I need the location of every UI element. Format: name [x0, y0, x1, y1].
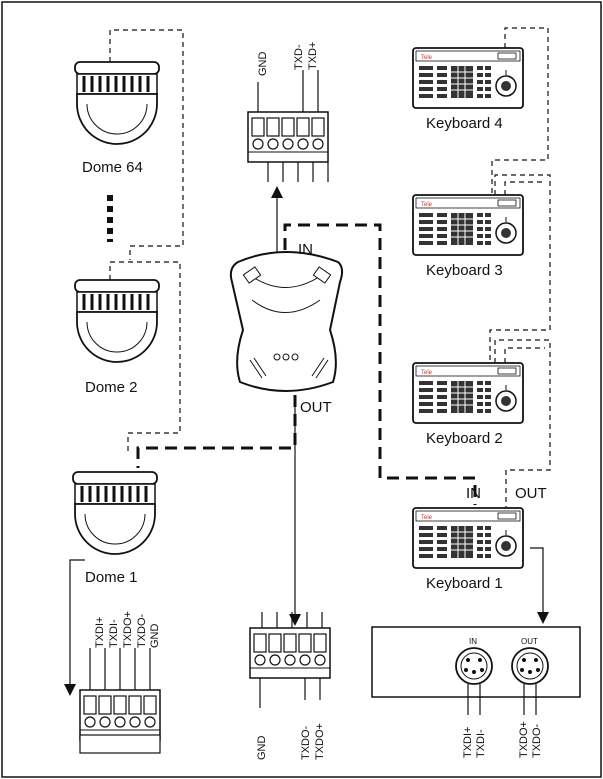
- top-terminal-block: [247, 70, 329, 182]
- keyboard-4-label: Keyboard 4: [426, 115, 503, 132]
- keyboard-chain-links: [489, 27, 551, 508]
- bottom-term-txdo-minus: TXDO-: [300, 725, 312, 760]
- top-term-txd-minus: TXD-: [293, 44, 305, 70]
- dome-term-pin-1: TXDI+: [94, 617, 106, 648]
- dome-64-label: Dome 64: [82, 159, 143, 176]
- din-in-pin-minus: TXDI-: [475, 729, 487, 758]
- dome-2-camera: [73, 278, 161, 364]
- dome-2-link: [109, 261, 181, 455]
- dome-1-label: Dome 1: [85, 569, 138, 586]
- dome-term-pin-2: TXDI-: [108, 619, 120, 648]
- bottom-term-txdo-plus: TXDO+: [314, 723, 326, 760]
- bottom-terminal-block: [249, 612, 331, 708]
- top-term-txd-plus: TXD+: [307, 42, 319, 70]
- distributor-hub: [229, 251, 344, 392]
- din-out-pin-plus: TXDO+: [518, 721, 530, 758]
- keyboard-2-device: [412, 362, 524, 424]
- din-in-label: IN: [469, 637, 477, 646]
- dome-64-camera: [73, 60, 161, 146]
- keyboard1-to-din-arrow: [530, 547, 549, 624]
- top-term-gnd: GND: [257, 52, 269, 77]
- keyboard-2-label: Keyboard 2: [426, 430, 503, 447]
- dome-2-label: Dome 2: [85, 379, 138, 396]
- dome-term-pin-4: TXDO-: [136, 613, 148, 648]
- dome1-to-terminal-arrow: [64, 559, 85, 696]
- dome-terminal-block: [79, 648, 161, 754]
- keyboard-4-device: [412, 47, 524, 109]
- hub-in-label: IN: [298, 241, 313, 258]
- dome-1-camera: [71, 470, 159, 556]
- din-out-label: OUT: [521, 637, 538, 646]
- dome-term-pin-3: TXDO+: [122, 611, 134, 648]
- hub-out-label: OUT: [300, 399, 332, 416]
- din-in-pin-plus: TXDI+: [462, 727, 474, 758]
- din-out-pin-minus: TXDO-: [531, 723, 543, 758]
- hub-in-to-keyboard-link: [283, 223, 477, 505]
- keyboard-3-label: Keyboard 3: [426, 262, 503, 279]
- keyboard-1-in-label: IN: [466, 485, 481, 502]
- keyboard-3-device: [412, 194, 524, 256]
- keyboard-1-device: [412, 507, 524, 569]
- keyboard-1-label: Keyboard 1: [426, 575, 503, 592]
- din-connector-box: [371, 626, 581, 715]
- keyboard-1-out-label: OUT: [515, 485, 547, 502]
- bottom-term-gnd: GND: [256, 736, 268, 761]
- dome-term-pin-5: GND: [149, 624, 161, 649]
- hub-to-dome1-link: [136, 395, 297, 468]
